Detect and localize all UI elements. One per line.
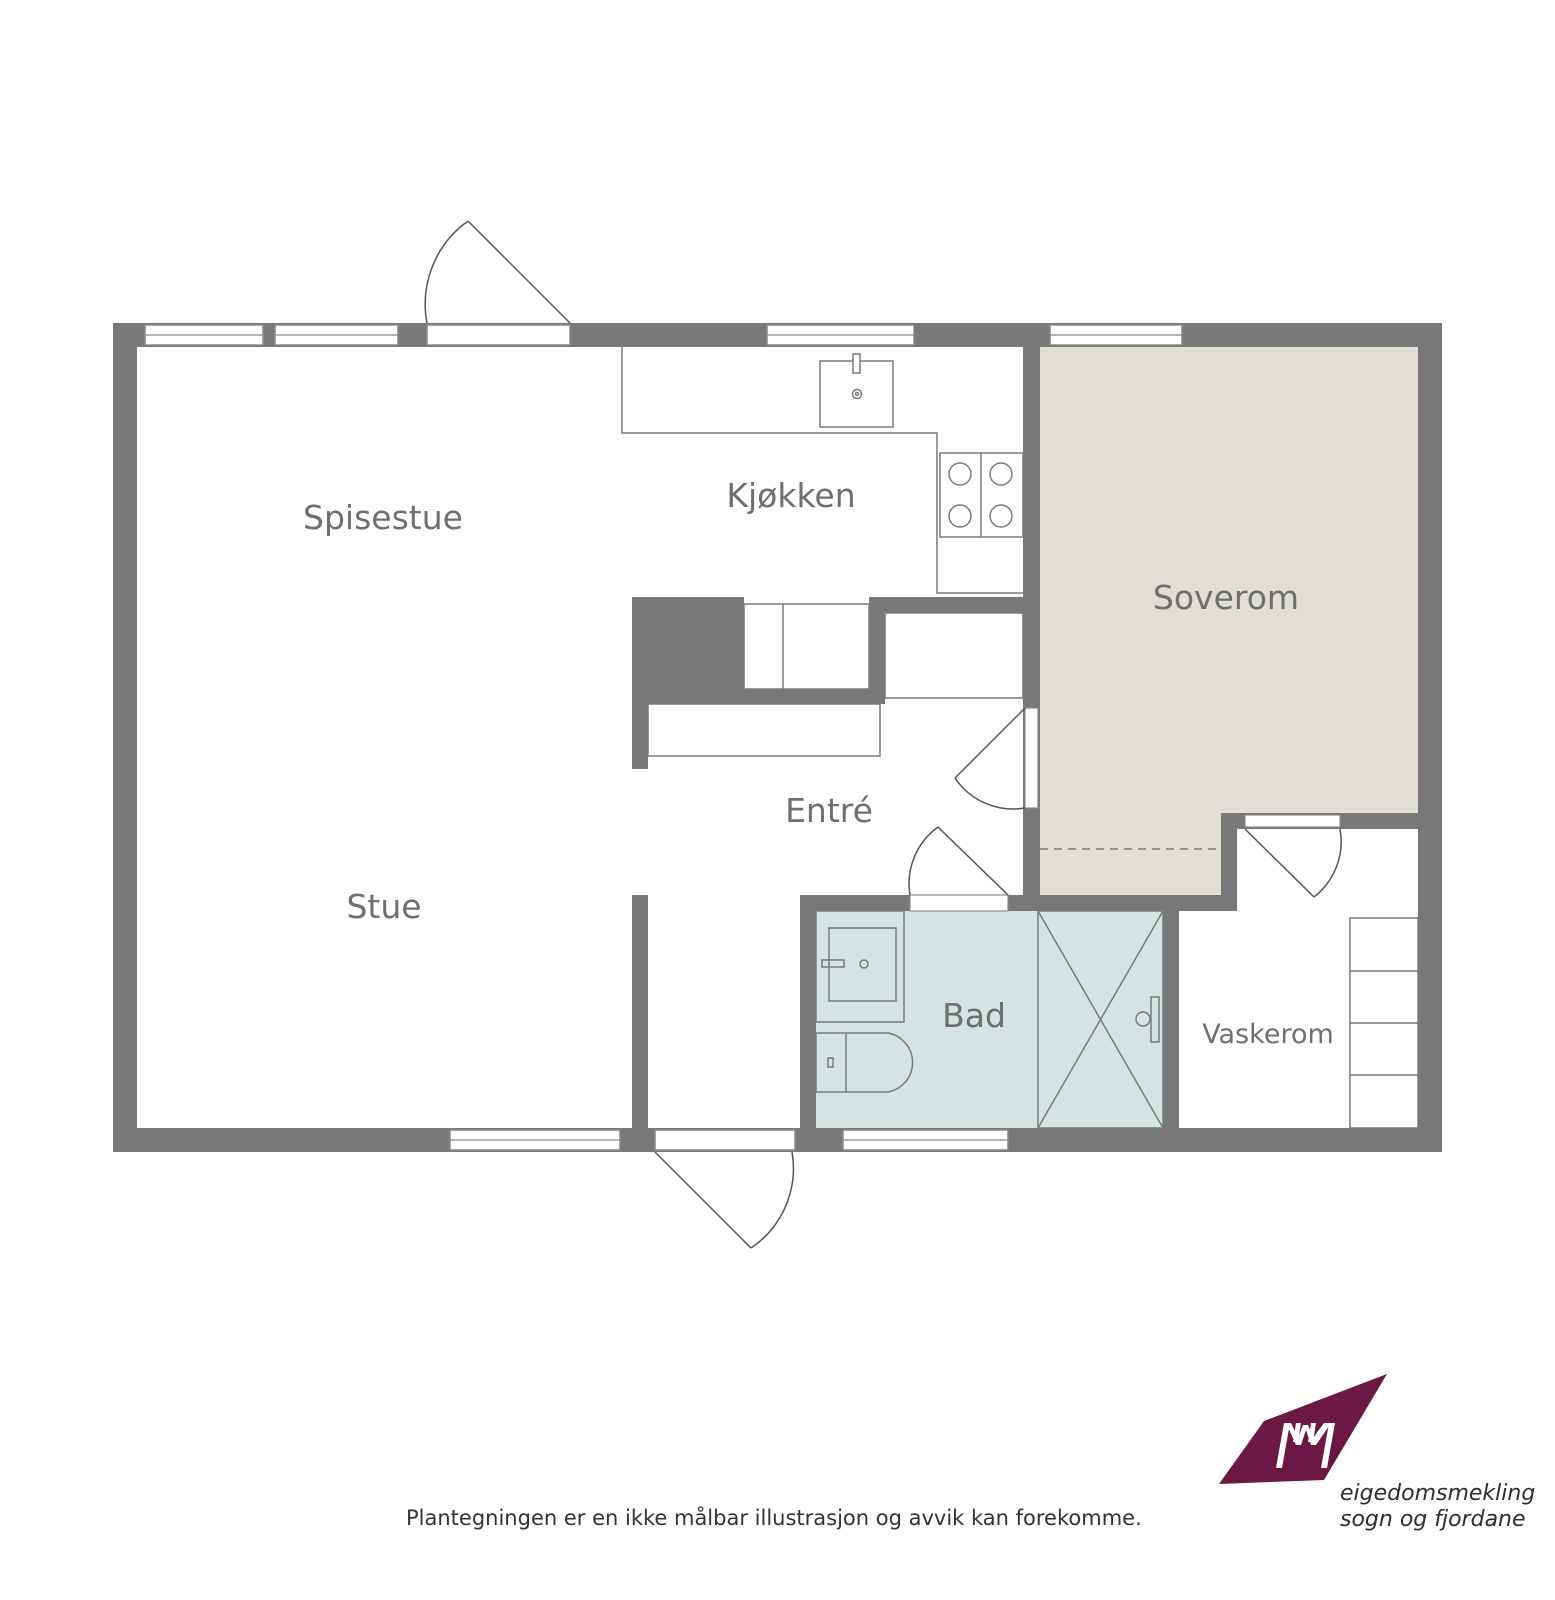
- disclaimer-text: Plantegningen er en ikke målbar illustra…: [406, 1506, 1142, 1530]
- room-label-soverom: Soverom: [1153, 578, 1299, 617]
- door-swings: [424, 220, 1342, 1249]
- room-label-entre: Entré: [785, 791, 873, 830]
- laundry-shelves: [1349, 917, 1419, 1129]
- interior-openings: [909, 707, 1341, 912]
- logo-letter-m: [1276, 1423, 1335, 1468]
- room-label-bad: Bad: [942, 996, 1006, 1035]
- room-label-kjokken: Kjøkken: [726, 476, 855, 515]
- room-label-spisestue: Spisestue: [303, 498, 463, 537]
- logo-text-line2: sogn og fjordane: [1340, 1507, 1526, 1532]
- soverom-floor: [1040, 347, 1418, 895]
- window-center-lines: [145, 334, 1182, 1141]
- room-label-stue: Stue: [346, 887, 421, 926]
- bathroom-fixtures: [815, 910, 1164, 1129]
- company-logo: eigedomsmekling sogn og fjordane: [1219, 1374, 1535, 1532]
- room-label-vaskerom: Vaskerom: [1202, 1019, 1334, 1050]
- kitchen-fixtures: [621, 347, 1024, 757]
- logo-text-line1: eigedomsmekling: [1340, 1481, 1535, 1506]
